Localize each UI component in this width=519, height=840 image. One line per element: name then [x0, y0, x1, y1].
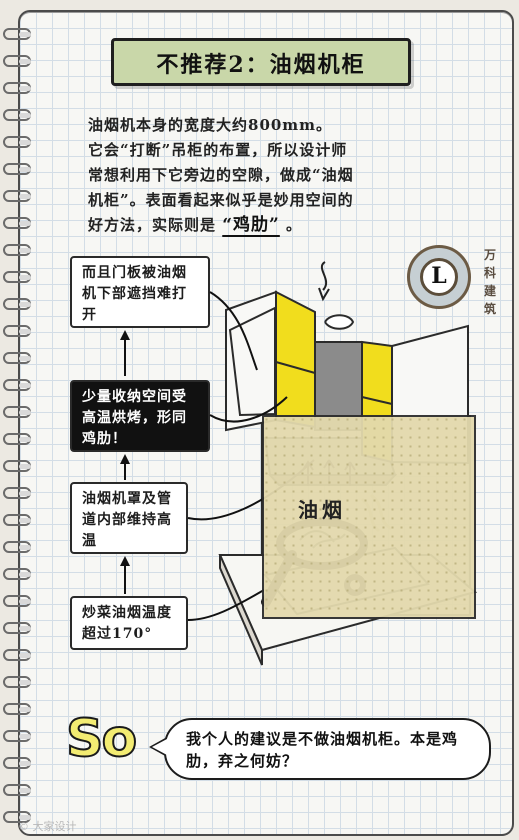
up-arrow-icon: [120, 330, 130, 340]
speech-tail-inner: [152, 739, 167, 755]
binder-ring: [3, 82, 31, 94]
binder-ring: [3, 298, 31, 310]
brand-logo: L: [407, 245, 471, 309]
binder-ring: [3, 568, 31, 580]
note-hot-storage: 少量收纳空间受高温烘烤，形同鸡肋！: [70, 380, 210, 452]
binder-ring: [3, 28, 31, 40]
intro-line: 它会“打断”吊柜的布置，所以设计师: [88, 141, 348, 159]
conclusion-speech-bubble: 我个人的建议是不做油烟机柜。本是鸡肋，弃之何妨？: [164, 718, 491, 780]
brand-logo-letter: L: [420, 258, 458, 296]
intro-line: 好方法，实际则是: [88, 216, 217, 234]
binder-ring: [3, 325, 31, 337]
binder-ring: [3, 379, 31, 391]
binder-ring: [3, 55, 31, 67]
binder-ring: [3, 649, 31, 661]
intro-line: 油烟机本身的宽度大约800mm。: [88, 116, 333, 134]
binder-ring: [3, 703, 31, 715]
note-text: 而且门板被油烟机下部遮挡难打开: [82, 265, 187, 323]
page-title: 不推荐2：油烟机柜: [156, 52, 366, 78]
up-arrow-icon: [120, 454, 130, 464]
binder-ring: [3, 622, 31, 634]
binder-ring: [3, 460, 31, 472]
binder-ring: [3, 730, 31, 742]
conclusion-text: 我个人的建议是不做油烟机柜。本是鸡肋，弃之何妨？: [186, 730, 459, 770]
binder-ring: [3, 406, 31, 418]
intro-suffix: 。: [286, 216, 303, 234]
binder-ring: [3, 757, 31, 769]
binder-ring: [3, 163, 31, 175]
binder-ring: [3, 190, 31, 202]
binder-ring: [3, 487, 31, 499]
binder-ring: [3, 676, 31, 688]
intro-line: 机柜”。表面看起来似乎是妙用空间的: [88, 191, 354, 209]
watermark-text: © 大家设计: [18, 820, 77, 833]
arrow-line: [124, 338, 126, 376]
intro-line: 常想利用下它旁边的空隙，做成“油烟: [88, 166, 354, 184]
note-oil-smoke-temp: 炒菜油烟温度超过170°: [70, 596, 188, 650]
binder-ring: [3, 811, 31, 823]
arrow-line: [124, 564, 126, 594]
brand-vertical-text: 万科建筑: [483, 248, 496, 316]
note-hood-heat: 油烟机罩及管道内部维持高温: [70, 482, 188, 554]
title-box: 不推荐2：油烟机柜: [111, 38, 411, 86]
binder-ring: [3, 109, 31, 121]
note-text: 炒菜油烟温度超过170°: [82, 605, 172, 642]
binder-ring: [3, 352, 31, 364]
note-door-blocked: 而且门板被油烟机下部遮挡难打开: [70, 256, 210, 328]
backsplash-texture: [262, 415, 472, 615]
up-arrow-icon: [120, 556, 130, 566]
intro-last-line: 好方法，实际则是 “鸡肋” 。: [88, 213, 488, 238]
oil-smoke-label: 油烟: [298, 498, 346, 522]
binder-ring: [3, 514, 31, 526]
binder-ring: [3, 136, 31, 148]
binder-ring: [3, 595, 31, 607]
binder-ring: [3, 784, 31, 796]
chicken-rib-highlight: “鸡肋”: [222, 215, 280, 235]
so-label: So: [65, 708, 138, 770]
binder-ring: [3, 217, 31, 229]
binder-ring: [3, 271, 31, 283]
arrow-line: [124, 462, 126, 480]
intro-text: 油烟机本身的宽度大约800mm。 它会“打断”吊柜的布置，所以设计师 常想利用下…: [88, 113, 488, 238]
note-text: 少量收纳空间受高温烘烤，形同鸡肋！: [82, 389, 187, 447]
binder-ring: [3, 244, 31, 256]
binder-ring: [3, 541, 31, 553]
note-text: 油烟机罩及管道内部维持高温: [82, 491, 172, 549]
binder-ring: [3, 433, 31, 445]
